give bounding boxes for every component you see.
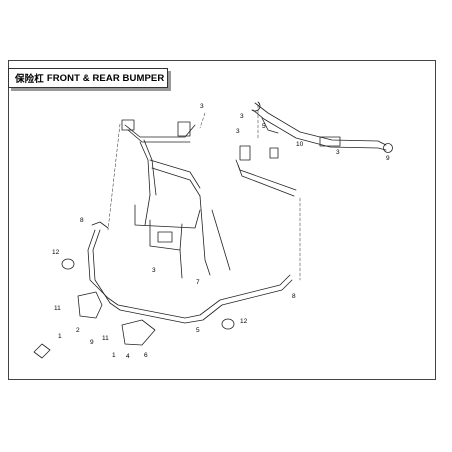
title-en: FRONT & REAR BUMPER: [46, 72, 165, 84]
rear-bumper-bar: [251, 101, 387, 151]
callout-1: 1: [58, 333, 62, 340]
callout-9: 9: [90, 339, 94, 346]
callout-3: 3: [200, 103, 204, 110]
diagram-title: 保险杠 FRONT & REAR BUMPER: [8, 68, 168, 88]
callout-3: 3: [336, 149, 340, 156]
callout-4: 4: [126, 353, 130, 360]
right-end-cap: [221, 318, 235, 330]
callout-3: 3: [240, 113, 244, 120]
left-end-cap: [61, 258, 75, 270]
callout-2: 2: [76, 327, 80, 334]
rear-bumper-cap: [383, 143, 393, 153]
front-bumper-frame: [87, 119, 297, 324]
callout-3: 3: [236, 128, 240, 135]
callout-12: 12: [52, 249, 60, 256]
callout-8: 8: [80, 217, 84, 224]
callout-5: 5: [262, 123, 266, 130]
left-skid-guard: [77, 291, 103, 319]
right-skid-guard: [121, 319, 156, 346]
callout-11: 11: [102, 335, 109, 342]
callout-1: 1: [112, 352, 116, 359]
front-arrow-icon: [33, 343, 51, 359]
callout-6: 6: [144, 352, 148, 359]
callout-3: 3: [152, 267, 156, 274]
callout-12: 12: [240, 318, 248, 325]
callout-11: 11: [54, 305, 61, 312]
callout-9: 9: [386, 155, 390, 162]
callout-8: 8: [292, 293, 296, 300]
callout-10: 10: [296, 141, 304, 148]
callout-7: 7: [196, 279, 200, 286]
title-cn: 保险杠: [15, 74, 44, 85]
diagram-frame: [8, 60, 436, 380]
callout-5: 5: [196, 327, 200, 334]
leader-lines: [107, 104, 301, 281]
